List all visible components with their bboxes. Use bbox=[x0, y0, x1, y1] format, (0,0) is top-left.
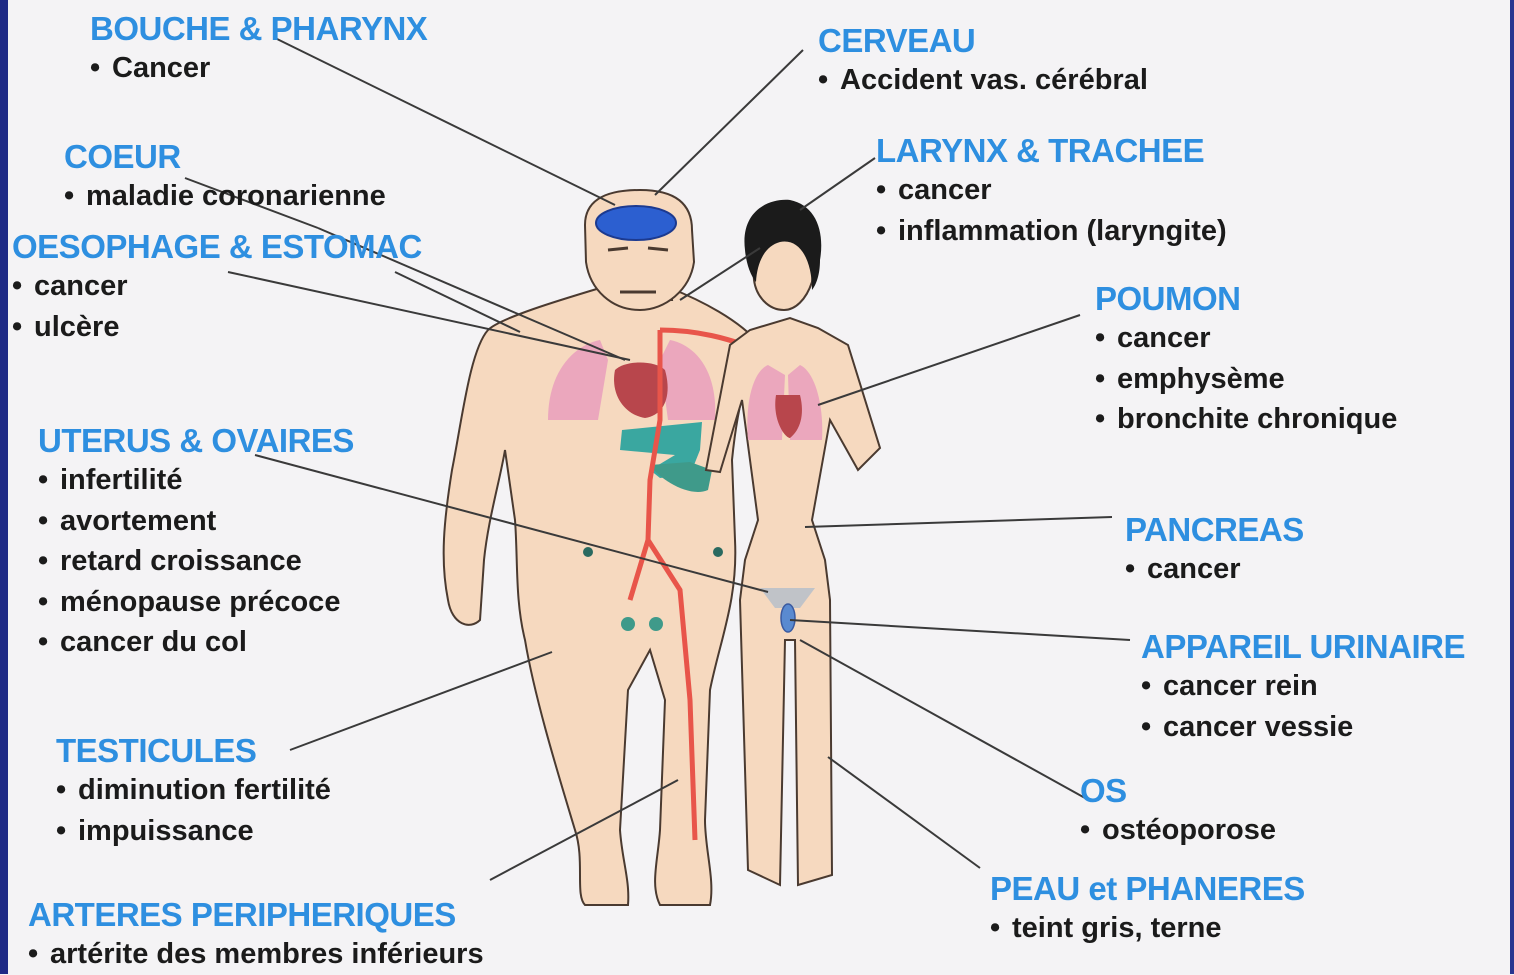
section-bouche-pharynx: BOUCHE & PHARYNX Cancer bbox=[90, 10, 427, 89]
section-title: CERVEAU bbox=[818, 22, 1148, 60]
section-larynx-trachee: LARYNX & TRACHEE cancer inflammation (la… bbox=[876, 132, 1227, 251]
list-item: cancer bbox=[1095, 318, 1397, 359]
effects-list: cancer inflammation (laryngite) bbox=[876, 170, 1227, 251]
effects-list: ostéoporose bbox=[1080, 810, 1276, 851]
effects-list: cancer bbox=[1125, 549, 1304, 590]
section-uterus-ovaires: UTERUS & OVAIRES infertilité avortement … bbox=[38, 422, 354, 663]
pointer-os bbox=[800, 640, 1085, 798]
list-item: artérite des membres inférieurs bbox=[28, 934, 484, 975]
section-title: COEUR bbox=[64, 138, 386, 176]
effects-list: cancer emphysème bronchite chronique bbox=[1095, 318, 1397, 440]
effects-list: teint gris, terne bbox=[990, 908, 1305, 949]
section-oesophage-estomac: OESOPHAGE & ESTOMAC cancer ulcère bbox=[12, 228, 422, 347]
section-title: OESOPHAGE & ESTOMAC bbox=[12, 228, 422, 266]
list-item: bronchite chronique bbox=[1095, 399, 1397, 440]
section-pancreas: PANCREAS cancer bbox=[1125, 511, 1304, 590]
effects-list: artérite des membres inférieurs bbox=[28, 934, 484, 975]
section-title: PEAU et PHANERES bbox=[990, 870, 1305, 908]
section-title: ARTERES PERIPHERIQUES bbox=[28, 896, 484, 934]
list-item: cancer vessie bbox=[1141, 707, 1465, 748]
list-item: retard croissance bbox=[38, 541, 354, 582]
pointer-pancreas bbox=[805, 517, 1112, 527]
list-item: ostéoporose bbox=[1080, 810, 1276, 851]
section-title: UTERUS & OVAIRES bbox=[38, 422, 354, 460]
list-item: cancer bbox=[876, 170, 1227, 211]
pointer-peau bbox=[828, 757, 980, 868]
list-item: cancer du col bbox=[38, 622, 354, 663]
effects-list: infertilité avortement retard croissance… bbox=[38, 460, 354, 663]
pointer-poumon bbox=[818, 315, 1080, 405]
section-title: TESTICULES bbox=[56, 732, 331, 770]
right-kidney-icon bbox=[713, 547, 723, 557]
section-coeur: COEUR maladie coronarienne bbox=[64, 138, 386, 217]
brain-icon bbox=[596, 206, 676, 240]
list-item: cancer bbox=[1125, 549, 1304, 590]
bladder-icon bbox=[781, 604, 795, 632]
section-title: BOUCHE & PHARYNX bbox=[90, 10, 427, 48]
section-peau-phaneres: PEAU et PHANERES teint gris, terne bbox=[990, 870, 1305, 949]
effects-list: Cancer bbox=[90, 48, 427, 89]
section-testicules: TESTICULES diminution fertilité impuissa… bbox=[56, 732, 331, 851]
section-appareil-urinaire: APPAREIL URINAIRE cancer rein cancer ves… bbox=[1141, 628, 1465, 747]
pointer-urinaire bbox=[790, 620, 1130, 640]
list-item: emphysème bbox=[1095, 359, 1397, 400]
list-item: cancer rein bbox=[1141, 666, 1465, 707]
list-item: impuissance bbox=[56, 811, 331, 852]
list-item: inflammation (laryngite) bbox=[876, 211, 1227, 252]
effects-list: Accident vas. cérébral bbox=[818, 60, 1148, 101]
list-item: avortement bbox=[38, 501, 354, 542]
pointer-cerveau bbox=[655, 50, 803, 195]
section-title: LARYNX & TRACHEE bbox=[876, 132, 1227, 170]
section-poumon: POUMON cancer emphysème bronchite chroni… bbox=[1095, 280, 1397, 440]
section-cerveau: CERVEAU Accident vas. cérébral bbox=[818, 22, 1148, 101]
section-arteres-peripheriques: ARTERES PERIPHERIQUES artérite des membr… bbox=[28, 896, 484, 975]
section-os: OS ostéoporose bbox=[1080, 772, 1276, 851]
list-item: Accident vas. cérébral bbox=[818, 60, 1148, 101]
right-testicle-icon bbox=[649, 617, 663, 631]
section-title: POUMON bbox=[1095, 280, 1397, 318]
list-item: cancer bbox=[12, 266, 422, 307]
list-item: diminution fertilité bbox=[56, 770, 331, 811]
list-item: ménopause précoce bbox=[38, 582, 354, 623]
list-item: maladie coronarienne bbox=[64, 176, 386, 217]
effects-list: diminution fertilité impuissance bbox=[56, 770, 331, 851]
list-item: ulcère bbox=[12, 307, 422, 348]
left-testicle-icon bbox=[621, 617, 635, 631]
left-kidney-icon bbox=[583, 547, 593, 557]
pointer-larynx bbox=[800, 158, 875, 210]
list-item: infertilité bbox=[38, 460, 354, 501]
section-title: APPAREIL URINAIRE bbox=[1141, 628, 1465, 666]
list-item: teint gris, terne bbox=[990, 908, 1305, 949]
list-item: Cancer bbox=[90, 48, 427, 89]
effects-list: cancer ulcère bbox=[12, 266, 422, 347]
section-title: OS bbox=[1080, 772, 1276, 810]
effects-list: maladie coronarienne bbox=[64, 176, 386, 217]
effects-list: cancer rein cancer vessie bbox=[1141, 666, 1465, 747]
section-title: PANCREAS bbox=[1125, 511, 1304, 549]
